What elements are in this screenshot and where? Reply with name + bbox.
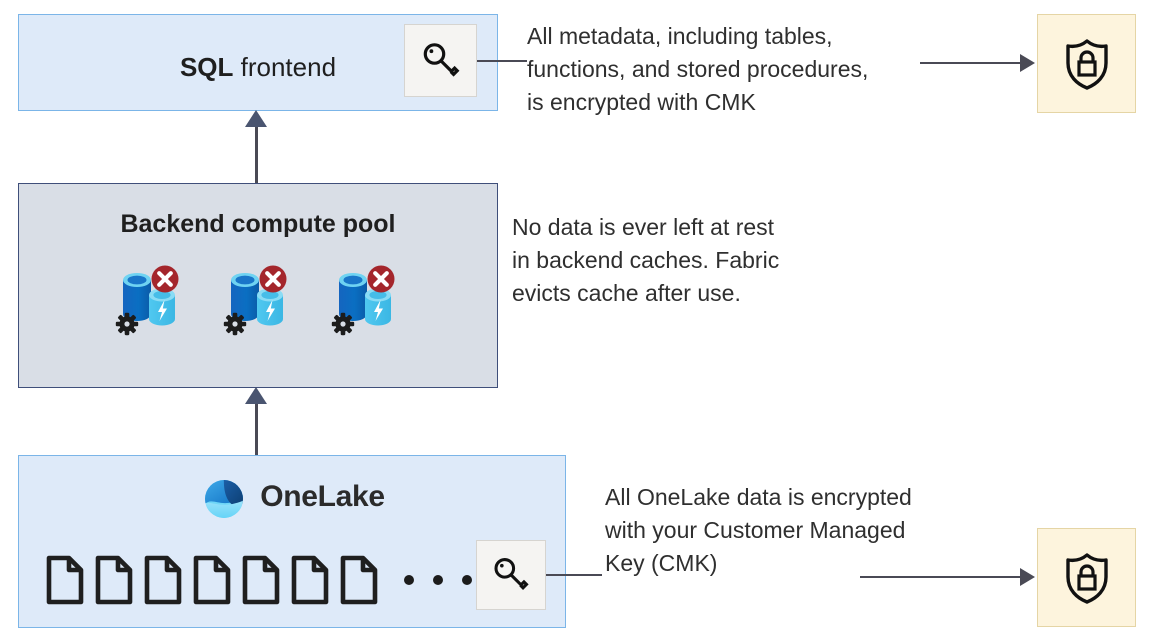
annotation-metadata-cmk: All metadata, including tables, function… [527, 23, 869, 115]
arrow-onelake-to-shield-shaft [860, 576, 1020, 578]
arrow-backend-to-sql-shaft [255, 126, 258, 183]
shield-lock-icon [1065, 38, 1108, 90]
annotation-no-data-at-rest: No data is ever left at rest in backend … [512, 214, 780, 306]
arrow-onelake-to-backend-head [245, 387, 267, 404]
sql-frontend-title-rest: frontend [233, 52, 337, 82]
arrow-metadata-to-shield-head [1020, 54, 1035, 72]
annotation-onelake-cmk: All OneLake data is encrypted with your … [605, 484, 912, 576]
ellipsis-dot [404, 575, 414, 585]
key-icon [494, 558, 529, 590]
shield-lock-icon [1065, 552, 1108, 604]
compute-cache-icon [115, 265, 179, 336]
file-icon [144, 555, 182, 605]
backend-compute-pool-title: Backend compute pool [120, 210, 396, 238]
arrow-onelake-to-backend-shaft [255, 403, 258, 455]
shield-box-bottom [1037, 528, 1136, 627]
file-icon [340, 555, 378, 605]
leader-line-onelake-key [546, 574, 602, 576]
sql-key-tile[interactable] [404, 24, 477, 97]
sql-frontend-title: SQL frontend [19, 53, 497, 82]
leader-line-sql-key [477, 60, 527, 62]
file-icon [242, 555, 280, 605]
key-icon [423, 42, 459, 77]
file-icon [193, 555, 231, 605]
compute-cache-node [111, 262, 189, 340]
shield-box-top [1037, 14, 1136, 113]
arrow-metadata-to-shield-shaft [920, 62, 1020, 64]
compute-node-row [18, 262, 498, 340]
onelake-brand: OneLake [19, 474, 567, 520]
onelake-box: OneLake [18, 455, 566, 628]
onelake-key-tile[interactable] [476, 540, 546, 610]
compute-cache-icon [331, 265, 395, 336]
compute-cache-icon [223, 265, 287, 336]
onelake-logo [205, 480, 244, 518]
file-icon [291, 555, 329, 605]
compute-cache-node [219, 262, 297, 340]
onelake-brand-label: OneLake [260, 480, 385, 513]
onelake-file-row [45, 555, 537, 605]
ellipsis-dot [462, 575, 472, 585]
arrow-onelake-to-shield-head [1020, 568, 1035, 586]
compute-cache-node [327, 262, 405, 340]
file-icon [95, 555, 133, 605]
ellipsis-dots [404, 575, 472, 585]
sql-frontend-title-bold: SQL [179, 52, 234, 82]
ellipsis-dot [433, 575, 443, 585]
file-icon [46, 555, 84, 605]
arrow-backend-to-sql-head [245, 110, 267, 127]
